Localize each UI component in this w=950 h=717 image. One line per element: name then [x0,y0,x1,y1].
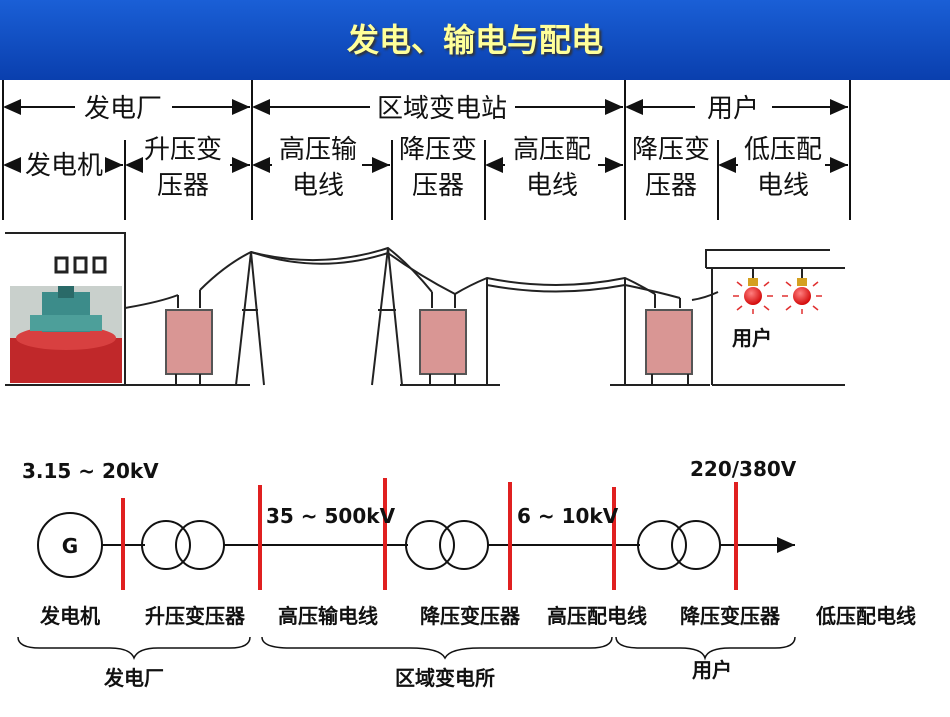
header-labels: 发电厂 区域变电站 用户 发电机 升压变 压器 高压输 电线 降压变 压器 高压… [25,94,822,201]
label-generator: 发电机 [39,604,100,628]
header-stage-hv-line-2: 电线 [292,171,344,201]
user-transformer-symbol [637,520,687,570]
voltage-transmission: 35 ~ 500kV [266,504,396,528]
power-system-diagram: 发电厂 区域变电站 用户 发电机 升压变 压器 高压输 电线 降压变 压器 高压… [2,80,916,690]
title-bar [0,0,950,80]
transmission-tower-2 [371,247,403,386]
label-lv-distribution-line: 低压配电线 [815,604,916,628]
single-line-diagram [37,512,795,578]
user-building [705,249,845,386]
overhead-wires [124,246,719,309]
step-up-transformer [165,290,213,385]
header-stage-lv-dist-1: 低压配 [744,135,822,165]
label-step-up-transformer: 升压变压器 [145,604,246,628]
header-stage-generator: 发电机 [25,151,103,181]
header-stage-hv-dist-1: 高压配 [513,135,591,165]
header-stage-step-down2-2: 压器 [645,171,697,201]
label-user-transformer: 降压变压器 [680,604,781,628]
group-substation: 区域变电所 [395,666,495,690]
header-stage-step-down2-1: 降压变 [632,135,710,165]
header-group-plant: 发电厂 [84,94,162,124]
slide-title: 发电、输电与配电 [346,21,603,59]
header-group-substation: 区域变电站 [377,94,507,124]
label-hv-distribution-line: 高压配电线 [547,604,647,628]
light-bulb-icon [733,268,773,314]
voltage-generation: 3.15 ~ 20kV [22,459,159,483]
light-bulb-icon [782,268,822,314]
header-stage-step-down-2: 压器 [412,171,464,201]
diagram-area: 发电厂 区域变电站 用户 发电机 升压变 压器 高压输 电线 降压变 压器 高压… [0,80,950,713]
header-section [2,80,851,220]
header-group-user: 用户 [707,94,759,124]
substation-transformer-symbol [405,520,455,570]
header-stage-step-up-2: 压器 [157,171,209,201]
power-plant-building [5,232,250,386]
header-stage-step-down-1: 降压变 [399,135,477,165]
label-step-down-transformer: 降压变压器 [420,604,521,628]
pictorial-section [5,232,845,386]
voltage-distribution: 6 ~ 10kV [517,504,619,528]
component-labels: 发电机 升压变压器 高压输电线 降压变压器 高压配电线 降压变压器 低压配电线 [39,604,916,628]
transmission-tower-1 [235,251,265,386]
generator-photo [10,286,122,383]
breaker-lines [121,478,738,590]
header-stage-step-up-1: 升压变 [144,135,222,165]
header-stage-lv-dist-2: 电线 [757,171,809,201]
group-user: 用户 [692,658,732,682]
group-braces [17,636,796,661]
pictorial-user-label: 用户 [732,326,772,350]
substation-transformer [400,292,500,386]
group-plant: 发电厂 [103,666,164,690]
header-stage-hv-line-1: 高压输 [279,135,357,165]
user-transformer [610,294,710,386]
label-hv-transmission-line: 高压输电线 [278,604,378,628]
generator-letter: G [62,534,78,558]
group-labels: 发电厂 区域变电所 用户 [103,658,732,690]
voltage-user: 220/380V [690,457,797,481]
step-up-transformer-symbol [141,520,191,570]
header-stage-hv-dist-2: 电线 [526,171,578,201]
